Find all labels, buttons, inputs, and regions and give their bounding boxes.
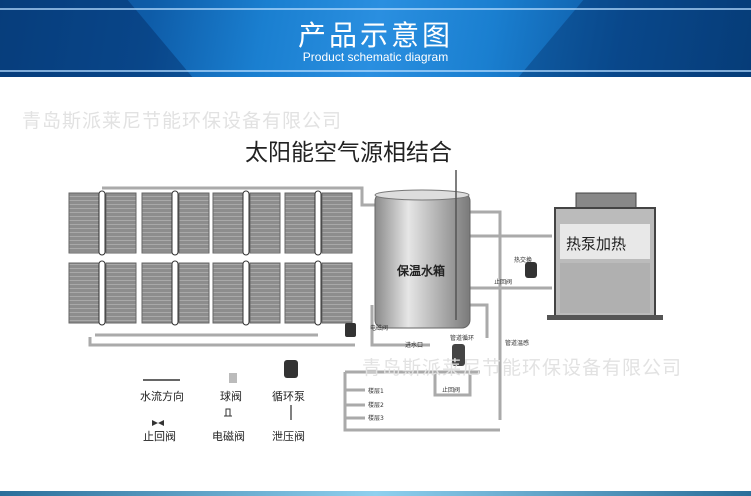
collector-header-pipe: [242, 260, 250, 326]
legend-label: 止回阀: [143, 429, 176, 443]
tank-label: 保温水箱: [396, 263, 445, 278]
solar-collector-panel: [284, 262, 316, 324]
collector-header-pipe: [314, 260, 322, 326]
solenoid-valve-icon: [224, 408, 232, 417]
label: 热交换: [514, 256, 532, 264]
check-valve-icon: [152, 420, 164, 426]
label: 电磁阀: [370, 324, 388, 332]
solar-collector-array: [68, 190, 353, 326]
footer-bar: [0, 491, 751, 496]
label: 楼层1: [368, 387, 384, 395]
collector-header-pipe: [314, 190, 322, 256]
solar-collector-panel: [178, 192, 210, 254]
label: 止回阀: [494, 278, 512, 286]
ball-valve-icon: [229, 373, 237, 383]
legend-label: 循环泵: [272, 390, 305, 403]
label: 管道温感: [505, 339, 529, 347]
watermark: 青岛斯派莱尼节能环保设备有限公司: [22, 110, 343, 132]
legend-label: 水流方向: [140, 389, 184, 403]
legend-label: 电磁阀: [212, 429, 245, 443]
solar-collector-panel: [212, 192, 244, 254]
pipes: [88, 186, 552, 432]
solar-collector-panel: [321, 262, 353, 324]
collector-header-pipe: [171, 190, 179, 256]
collector-header-pipe: [98, 190, 106, 256]
header-banner: 产品示意图 Product schematic diagram: [0, 0, 751, 77]
solar-collector-panel: [105, 192, 137, 254]
collector-header-pipe: [171, 260, 179, 326]
collector-header-pipe: [242, 190, 250, 256]
insulated-water-tank: 保温水箱: [374, 170, 471, 329]
pump-icon: [452, 344, 465, 366]
heat-exchanger-icon: [525, 262, 537, 278]
watermark: 青岛斯派莱尼节能环保设备有限公司: [362, 357, 683, 379]
legend: 水流方向 球阀 循环泵 止回阀 电磁阀 泄压阀: [140, 360, 305, 443]
solar-collector-panel: [141, 192, 173, 254]
label: 进水口: [405, 341, 423, 349]
banner-subtitle: Product schematic diagram: [302, 50, 449, 64]
heat-pump-unit: 热泵加热: [547, 192, 663, 320]
solar-collector-panel: [178, 262, 210, 324]
solar-collector-panel: [284, 192, 316, 254]
solar-collector-panel: [141, 262, 173, 324]
pump-icon: [345, 323, 356, 337]
label: 楼层2: [368, 401, 384, 409]
label: 管道循环: [450, 334, 474, 342]
legend-label: 球阀: [220, 389, 242, 403]
solar-collector-panel: [321, 192, 353, 254]
solar-collector-panel: [68, 192, 100, 254]
diagram-title: 太阳能空气源相结合: [245, 140, 452, 166]
solar-collector-panel: [249, 192, 281, 254]
collector-header-pipe: [98, 260, 106, 326]
solar-collector-panel: [68, 262, 100, 324]
banner-title: 产品示意图: [297, 19, 453, 52]
label: 楼层3: [368, 414, 384, 422]
solar-collector-panel: [105, 262, 137, 324]
banner-line: [0, 8, 751, 10]
solar-collector-panel: [249, 262, 281, 324]
legend-label: 泄压阀: [272, 429, 305, 443]
pump-icon: [284, 360, 298, 378]
label: 止回阀: [442, 386, 460, 394]
banner-line: [0, 70, 751, 72]
heat-pump-label: 热泵加热: [566, 235, 626, 253]
solar-collector-panel: [212, 262, 244, 324]
